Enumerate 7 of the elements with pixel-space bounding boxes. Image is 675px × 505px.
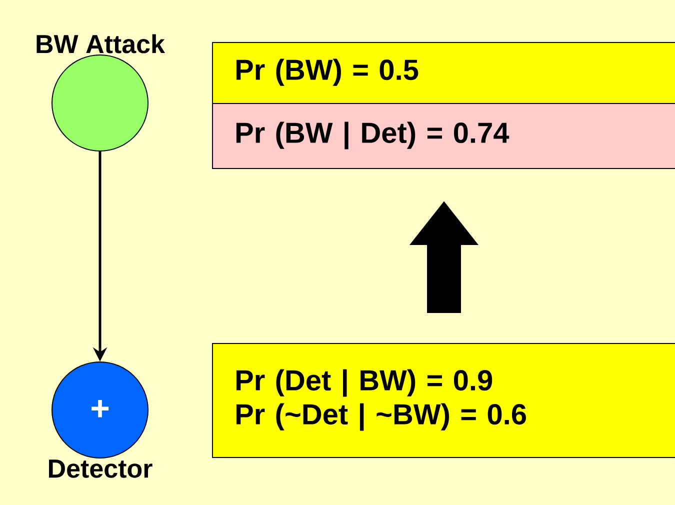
probability-box: Pr (Det | BW) = 0.9 Pr (~Det | ~BW) = 0.6 [212, 343, 675, 458]
probability-box: Pr (BW | Det) = 0.74 [212, 103, 675, 169]
probability-box: Pr (BW) = 0.5 [212, 42, 675, 104]
circle-node: BW Attack [36, 34, 165, 152]
node-label: Detector [49, 460, 152, 478]
circle-node: + Detector [49, 362, 152, 478]
node-label: BW Attack [36, 34, 166, 54]
